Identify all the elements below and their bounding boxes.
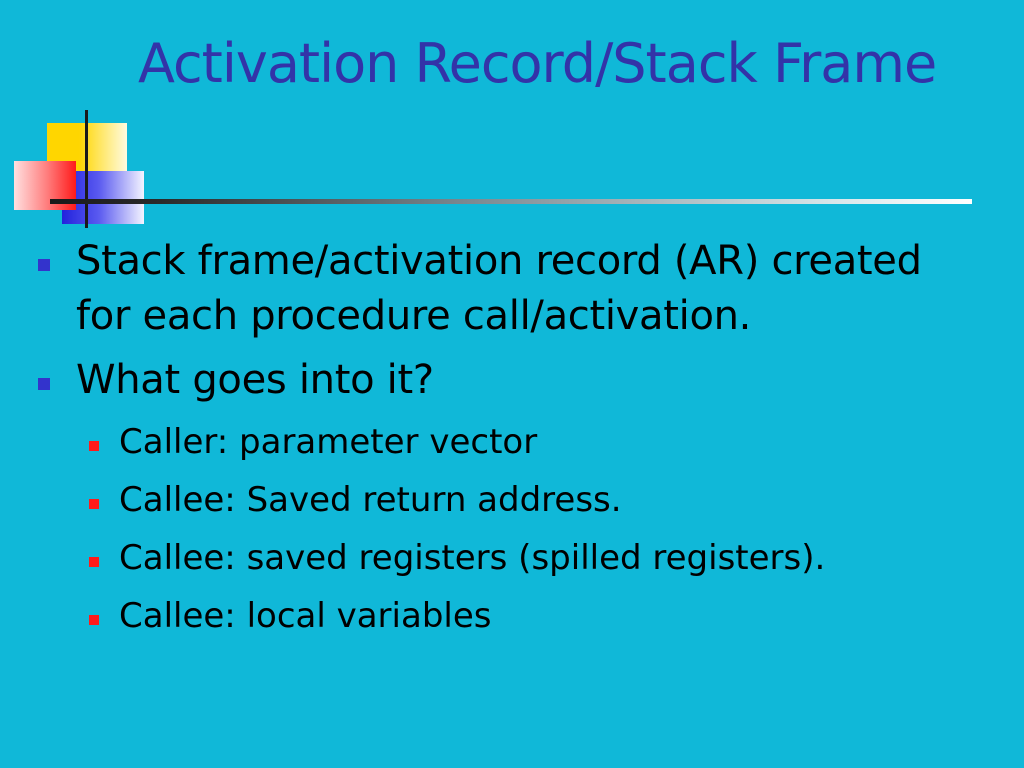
subbullet-square-icon xyxy=(89,615,99,625)
subbullet-square-icon xyxy=(89,441,99,451)
slide-title: Activation Record/Stack Frame xyxy=(138,32,937,95)
subbullet-square-icon xyxy=(89,499,99,509)
vertical-rule xyxy=(85,110,88,228)
subbullet-item: Callee: Saved return address. xyxy=(119,480,622,520)
bullet-item: What goes into it? xyxy=(76,353,976,408)
subbullet-item: Callee: saved registers (spilled registe… xyxy=(119,538,826,578)
bullet-text-line: What goes into it? xyxy=(76,357,434,403)
decorative-squares xyxy=(0,0,160,240)
subbullet-square-icon xyxy=(89,557,99,567)
subbullet-item: Caller: parameter vector xyxy=(119,422,538,462)
bullet-text-line: for each procedure call/activation. xyxy=(76,293,752,339)
bullet-square-icon xyxy=(38,259,50,271)
bullet-text-line: Stack frame/activation record (AR) creat… xyxy=(76,238,922,284)
bullet-square-icon xyxy=(38,378,50,390)
subbullet-item: Callee: local variables xyxy=(119,596,492,636)
title-underline xyxy=(50,199,972,204)
bullet-item: Stack frame/activation record (AR) creat… xyxy=(76,234,976,344)
